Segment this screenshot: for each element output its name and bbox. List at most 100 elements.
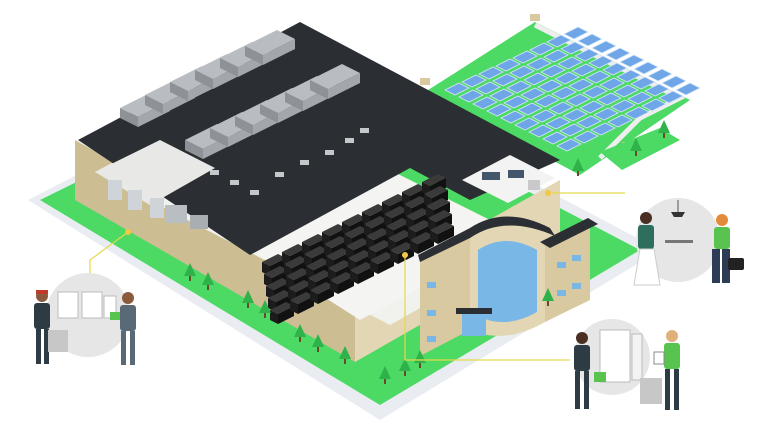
solar-panel (644, 83, 670, 97)
tree-trunk (299, 336, 301, 342)
tree-trunk (344, 358, 346, 364)
solar-panel (531, 109, 557, 123)
server-rack-top (322, 224, 346, 236)
hvac-side (120, 108, 138, 127)
server-rack-top (384, 206, 408, 218)
roof-vent (275, 172, 284, 177)
battery-bank (190, 215, 208, 229)
window (427, 336, 436, 342)
server-rack-top (362, 204, 386, 216)
server-rack-top (286, 268, 310, 280)
solar-panel (512, 50, 538, 64)
solar-panel (503, 95, 529, 109)
tree (379, 366, 391, 384)
window (557, 262, 566, 268)
tree-crown (259, 300, 271, 313)
callout-dot (125, 229, 131, 235)
monitoring-board (57, 291, 79, 319)
server-rack-top (424, 186, 448, 198)
server-rack-top (266, 278, 290, 290)
tree-trunk (384, 378, 386, 384)
callout-operations (34, 273, 136, 365)
server-rack-top (350, 262, 374, 274)
window (572, 255, 581, 261)
server-rack-top (302, 234, 326, 246)
solar-panel (559, 123, 585, 137)
server-rack-side (430, 230, 438, 244)
solar-panel (602, 62, 628, 76)
server-rack-top (388, 230, 412, 242)
server-rack-top (366, 228, 390, 240)
server-rack-top (268, 290, 292, 302)
solar-panel (675, 82, 701, 96)
callout-dot (402, 252, 408, 258)
server-rack-side (270, 310, 278, 324)
callout-maintenance (574, 319, 680, 410)
technician-icon (110, 292, 136, 365)
entrance-door (462, 314, 486, 336)
tree-trunk (635, 150, 637, 156)
server-rack-top (422, 174, 446, 186)
hvac-side (195, 70, 213, 89)
server-rack-front (358, 266, 374, 284)
office-floor (462, 155, 555, 203)
solar-panel (537, 79, 563, 93)
transformer (108, 180, 122, 200)
solar-panel (546, 34, 572, 48)
tree-trunk (663, 132, 665, 138)
solar-panel (475, 81, 501, 95)
hvac-top (245, 30, 295, 55)
tree-crown (294, 324, 306, 337)
trees (184, 120, 670, 384)
hvac-front (328, 73, 360, 99)
tree-crown (184, 263, 196, 276)
server-rack-top (304, 246, 328, 258)
hvac-side (235, 116, 253, 135)
rack-cabinet (631, 333, 643, 381)
building-windows (427, 255, 581, 342)
solar-panel (542, 131, 568, 145)
tower-glass (478, 241, 537, 323)
tree-trunk (547, 300, 549, 306)
roof-vent (210, 170, 219, 175)
tree (542, 288, 554, 306)
transformer (128, 190, 142, 210)
server-rack-top (348, 250, 372, 262)
server-rack-top (306, 258, 330, 270)
solar-panel (529, 42, 555, 56)
tree (399, 358, 411, 376)
server-rack-front (418, 236, 434, 254)
hvac-unit (310, 64, 360, 99)
server-rack-top (282, 244, 306, 256)
solar-panel (509, 65, 535, 79)
tree-crown (658, 120, 670, 133)
server-rack-top (344, 226, 368, 238)
hvac-side (210, 128, 228, 147)
hvac-side (310, 80, 328, 99)
tree-crown (312, 334, 324, 347)
solar-panel (526, 57, 552, 71)
tree (572, 158, 584, 176)
solar-panel (551, 86, 577, 100)
solar-panel (534, 94, 560, 108)
server-rack-top (308, 270, 332, 282)
roof-vent (250, 190, 259, 195)
roof-vent (230, 180, 239, 185)
tree (630, 138, 642, 156)
hvac-side (285, 92, 303, 111)
server-rack-side (370, 260, 378, 274)
server-rack-side (410, 240, 418, 254)
tree (339, 346, 351, 364)
server-rack-top (368, 240, 392, 252)
solar-panel (577, 33, 603, 47)
solar-panel (540, 64, 566, 78)
solar-panel (554, 71, 580, 85)
solar-panel (616, 69, 642, 83)
solar-panel (492, 73, 518, 87)
solar-panel (556, 138, 582, 152)
solar-panel (607, 114, 633, 128)
entrance-canopy (456, 308, 492, 314)
roof-vent (325, 150, 334, 155)
solar-panel-array (444, 26, 701, 152)
tree-crown (399, 358, 411, 371)
